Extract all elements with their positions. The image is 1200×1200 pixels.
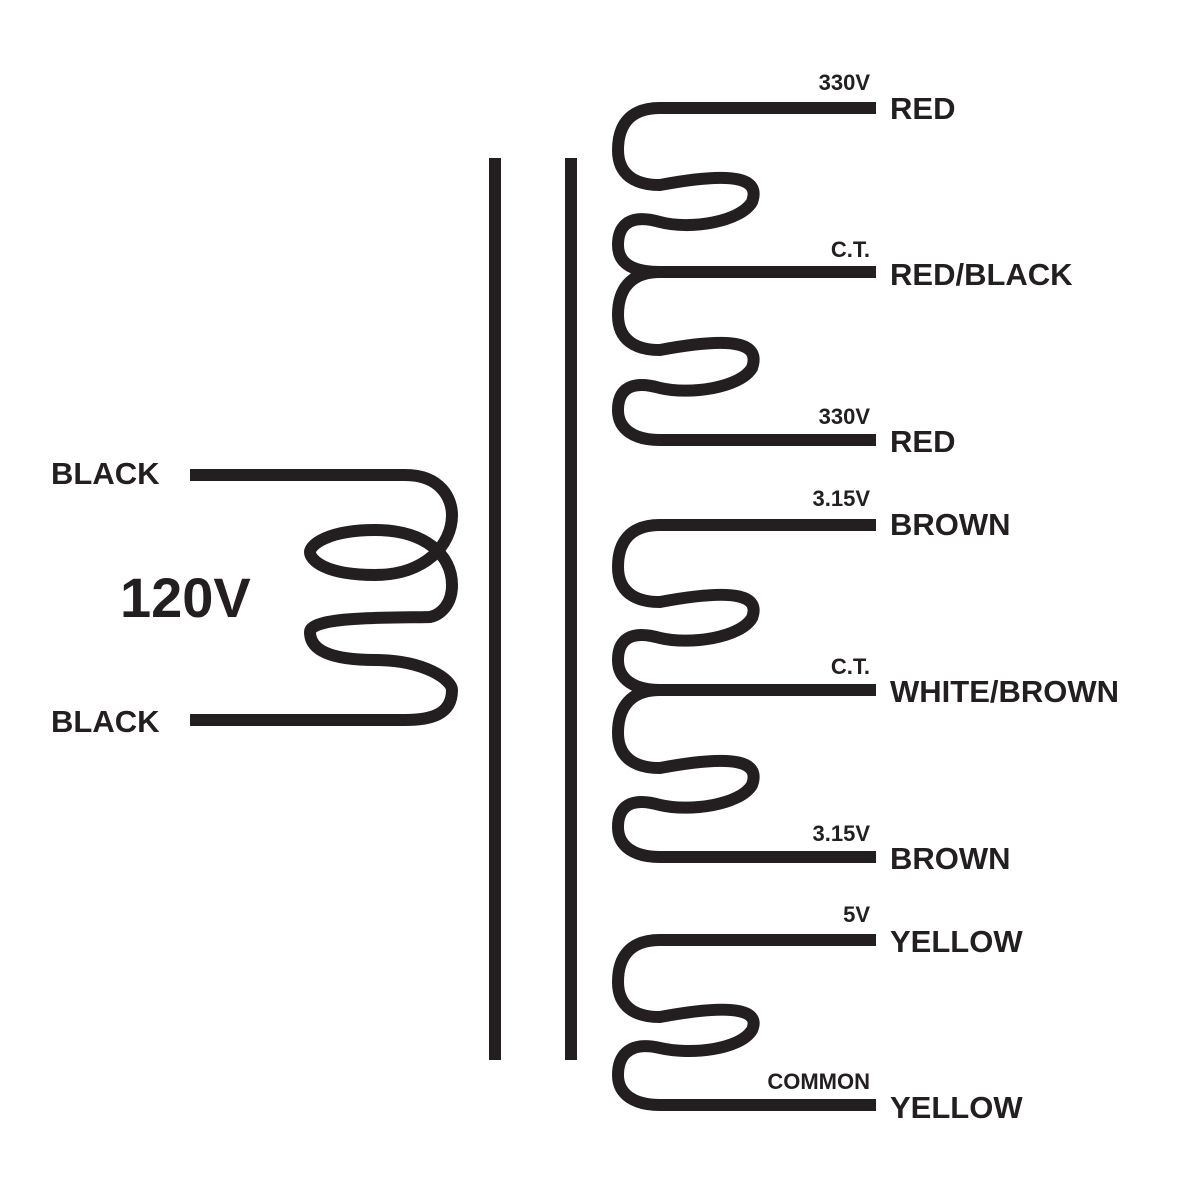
secondary-winding-heater [612, 519, 876, 863]
hv-coil-lower [612, 266, 876, 446]
primary-bottom-lead-label: BLACK [51, 704, 160, 739]
rectifier-top-tap-label: 5V [843, 902, 870, 927]
primary-coil [190, 469, 458, 726]
heater-coil-upper [612, 519, 876, 696]
rectifier-coil [612, 934, 876, 1111]
heater-center-lead-label: WHITE/BROWN [890, 674, 1119, 709]
heater-bottom-tap-label: 3.15V [813, 821, 871, 846]
rectifier-common-tap-label: COMMON [767, 1069, 870, 1094]
hv-top-tap-label: 330V [819, 70, 871, 95]
heater-top-lead-label: BROWN [890, 507, 1011, 542]
hv-top-lead-label: RED [890, 91, 955, 126]
primary-winding [190, 469, 458, 726]
secondary-winding-hv [612, 102, 876, 446]
hv-center-lead-label: RED/BLACK [890, 257, 1073, 292]
hv-bottom-tap-label: 330V [819, 404, 871, 429]
secondary-winding-rectifier [612, 934, 876, 1111]
hv-center-tap-label: C.T. [831, 237, 870, 262]
rectifier-top-lead-label: YELLOW [890, 924, 1023, 959]
rectifier-bottom-lead-label: YELLOW [890, 1090, 1023, 1125]
hv-bottom-lead-label: RED [890, 424, 955, 459]
heater-top-tap-label: 3.15V [813, 486, 871, 511]
primary-top-lead-label: BLACK [51, 456, 160, 491]
heater-bottom-lead-label: BROWN [890, 841, 1011, 876]
hv-coil-upper [612, 102, 876, 278]
heater-center-tap-label: C.T. [831, 654, 870, 679]
primary-voltage-label: 120V [120, 566, 251, 629]
heater-coil-lower [612, 684, 876, 863]
